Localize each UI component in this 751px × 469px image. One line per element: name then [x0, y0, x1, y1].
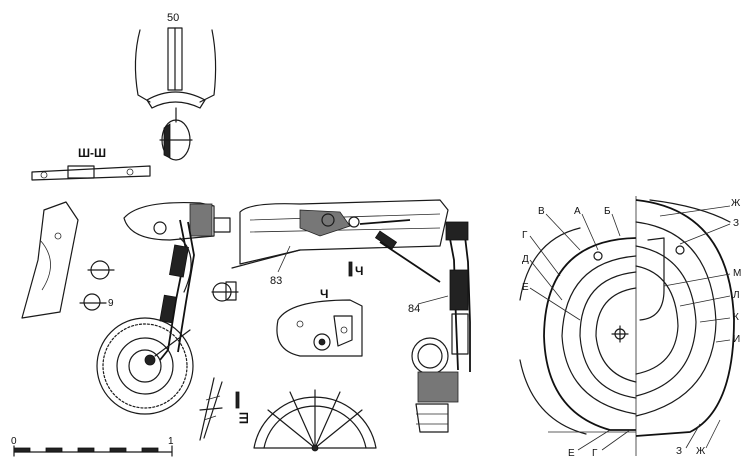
- brake-assembly: [417, 371, 459, 403]
- letter-e-bottom: Е: [568, 448, 575, 459]
- actuator-mount: [299, 209, 351, 237]
- wheel-letters: В А Б Ж З Г Д Е М Л К И Е Г З Ж: [522, 198, 741, 459]
- top-axle-yoke: [146, 91, 206, 109]
- wheel-hub: [144, 354, 156, 366]
- wheel-outer-contour-left: [543, 237, 637, 431]
- scale-end: 1: [168, 436, 174, 447]
- letter-z-top: З: [733, 218, 739, 229]
- upper-fitting: [445, 221, 469, 241]
- small-bracket-2: [83, 293, 101, 311]
- lower-wheel: [411, 337, 449, 375]
- main-wheel-tire: [96, 317, 194, 415]
- section-sh-title: Ш-Ш: [78, 146, 106, 160]
- letter-m: М: [733, 268, 741, 279]
- letter-l: Л: [733, 290, 740, 301]
- mount-block: [189, 203, 213, 237]
- spring-detail: [199, 377, 223, 441]
- half-disc-rib: [253, 396, 377, 449]
- sh-section-profile: [31, 165, 151, 181]
- section-ch-title: Ч: [320, 287, 328, 301]
- letter-z-bottom: З: [676, 446, 682, 457]
- section-sh-sh: Ш-Ш: [31, 146, 151, 181]
- shock-strut-sleeve: [449, 269, 469, 311]
- scale-start: 0: [11, 436, 17, 447]
- section-sh-detail: Ш: [235, 389, 377, 452]
- letter-zh-bottom: Ж: [696, 446, 706, 457]
- small-details: 9: [79, 260, 115, 311]
- right-fairing-door: [199, 29, 217, 103]
- vertical-gear-assembly: 84: [408, 221, 471, 433]
- retraction-mechanism-view: 83 Ч: [231, 199, 449, 287]
- section-ch-marker: Ч: [355, 264, 363, 278]
- callout-84: 84: [408, 303, 420, 315]
- letter-e-left: Е: [522, 282, 529, 293]
- section-ch-detail: Ч: [276, 287, 363, 357]
- callout-9: 9: [108, 298, 114, 309]
- wheel-half-sections: [519, 196, 735, 456]
- left-fairing-door: [134, 29, 151, 103]
- top-front-view: 50: [134, 12, 217, 161]
- wing-section-outline: [239, 199, 449, 265]
- shock-absorber: [169, 244, 189, 278]
- letter-a: А: [574, 206, 581, 217]
- letter-d-left: Д: [522, 254, 529, 265]
- letter-g-left: Г: [522, 230, 528, 241]
- callout-83: 83: [270, 275, 282, 287]
- detail-number-50: 50: [167, 12, 179, 24]
- letter-g-bottom: Г: [592, 448, 598, 459]
- wheel-outer-contour-right: [635, 199, 735, 437]
- section-sh-marker: Ш: [237, 412, 251, 424]
- main-side-view: [96, 202, 239, 441]
- letter-v: В: [538, 206, 545, 217]
- ch-bulkhead: [276, 299, 363, 357]
- letter-i: И: [733, 334, 740, 345]
- letter-zh-top: Ж: [731, 198, 741, 209]
- door-outline: [21, 201, 79, 319]
- letter-b: Б: [604, 206, 611, 217]
- letter-k: К: [733, 312, 739, 323]
- diagonal-rod: [379, 241, 441, 283]
- main-strut: [159, 219, 187, 361]
- scale-bar: 0 1: [11, 436, 174, 457]
- gear-door-panel: [21, 201, 79, 319]
